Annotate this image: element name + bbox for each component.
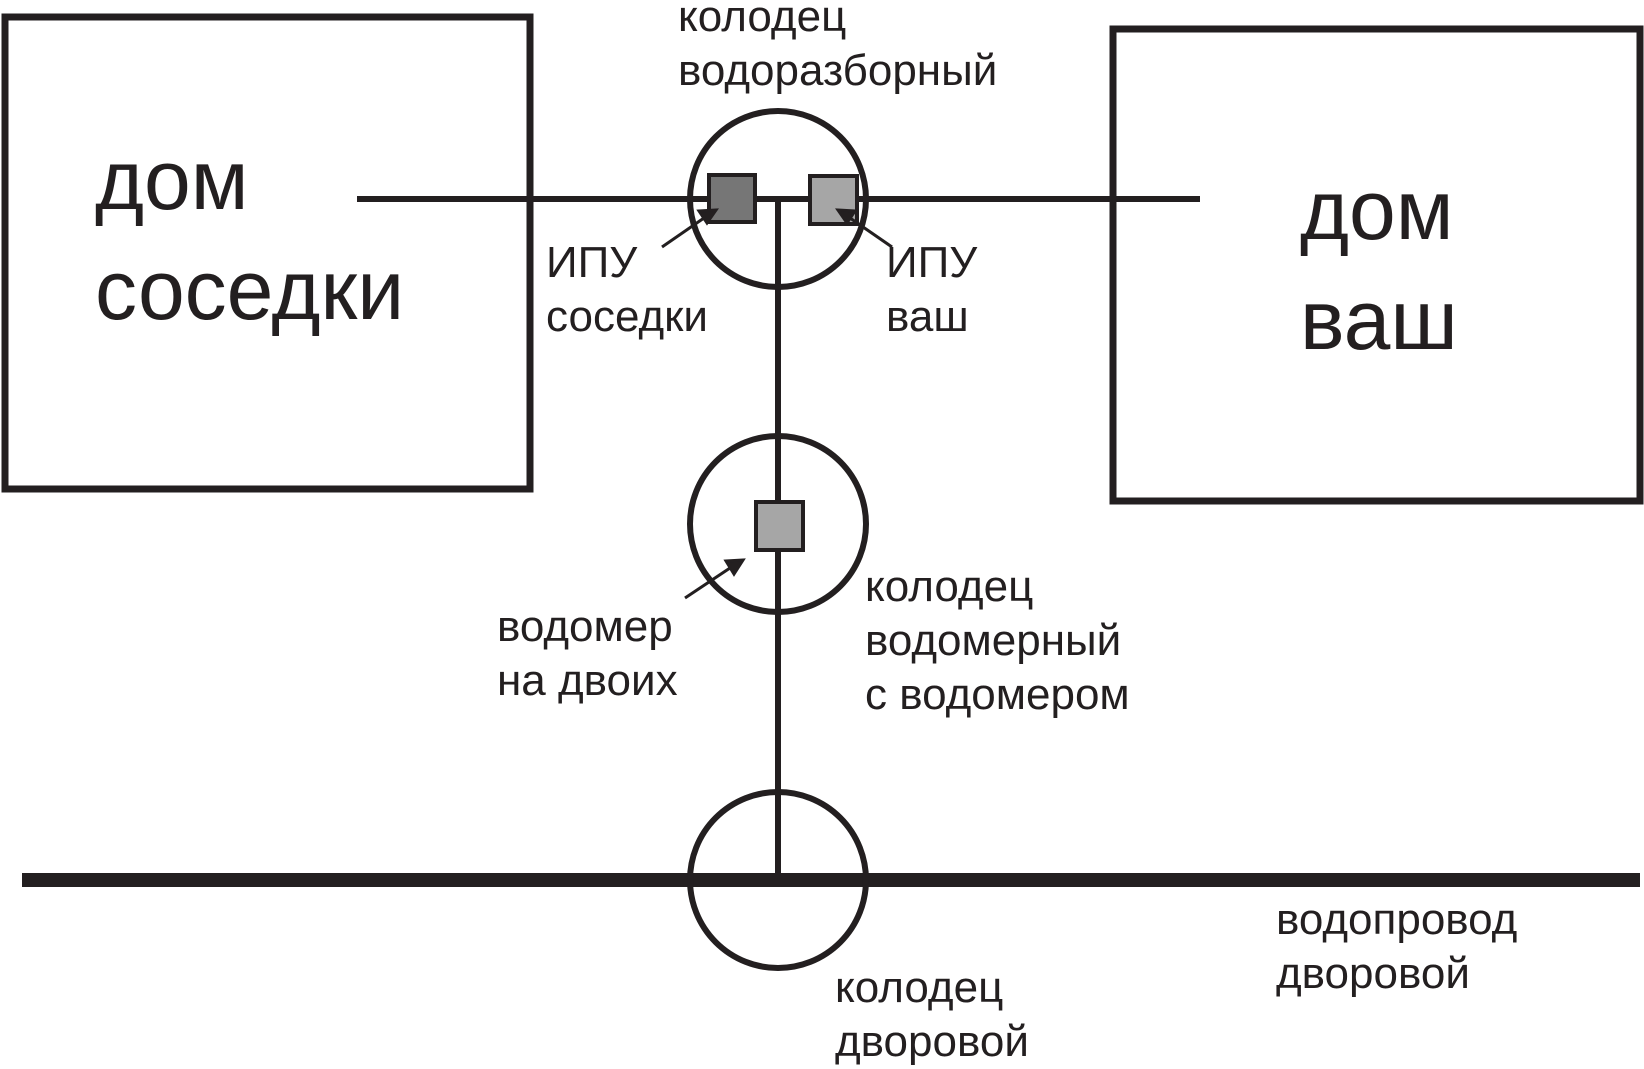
ipu-yours-label-line1: ИПУ: [886, 238, 978, 287]
well-supply-label-line2: водоразборный: [678, 46, 998, 95]
arrow-ipu-yours-line: [849, 216, 893, 249]
house-yours-label-line2: ваш: [1300, 273, 1458, 367]
pipe-yard-label-line2: дворовой: [1276, 949, 1470, 998]
house-neighbor-label-line1: дом: [95, 133, 249, 227]
shared-meter-label-line2: на двоих: [497, 656, 678, 705]
house-neighbor-label-line2: соседки: [95, 243, 405, 337]
ipu-yours-label-line2: ваш: [886, 292, 969, 341]
well-meter-label: колодец водомерный с водомером: [865, 560, 1130, 722]
shared-meter-label: водомер на двоих: [497, 600, 678, 708]
well-meter-label-line1: колодец: [865, 562, 1034, 611]
ipu-neighbor-meter: [707, 173, 757, 224]
ipu-yours-label: ИПУ ваш: [886, 236, 977, 344]
house-neighbor-box: [1, 13, 534, 493]
ipu-neighbor-label-line2: соседки: [546, 292, 708, 341]
pipe-yard-label-line1: водопровод: [1276, 895, 1518, 944]
pipe-yard-label: водопровод дворовой: [1276, 893, 1517, 1001]
house-yours-label-line1: дом: [1300, 163, 1454, 257]
well-supply-label-line1: колодец: [678, 0, 847, 41]
house-yours-box: [1109, 25, 1644, 505]
arrow-ipu-neighbor-line: [661, 216, 705, 249]
well-yard-circle: [687, 789, 869, 971]
well-meter-label-line2: водомерный: [865, 616, 1122, 665]
arrow-ipu-yours-head: [835, 208, 858, 226]
arrow-ipu-neighbor-head: [696, 208, 719, 226]
ipu-neighbor-label-line1: ИПУ: [546, 238, 638, 287]
ipu-neighbor-label: ИПУ соседки: [546, 236, 708, 344]
well-supply-circle: [687, 108, 869, 290]
arrow-shared-meter-head: [723, 558, 746, 577]
well-yard-label-line1: колодец: [835, 963, 1004, 1012]
well-yard-label: колодец дворовой: [835, 961, 1029, 1069]
shared-meter-label-line1: водомер: [497, 602, 673, 651]
shared-water-meter: [754, 500, 805, 552]
well-meter-circle: [687, 433, 869, 615]
house-yours-label: дом ваш: [1300, 155, 1458, 375]
well-supply-label: колодец водоразборный: [678, 0, 997, 98]
arrow-shared-meter-line: [684, 566, 731, 600]
well-meter-label-line3: с водомером: [865, 670, 1130, 719]
well-yard-label-line2: дворовой: [835, 1017, 1029, 1066]
house-neighbor-label: дом соседки: [95, 125, 404, 345]
